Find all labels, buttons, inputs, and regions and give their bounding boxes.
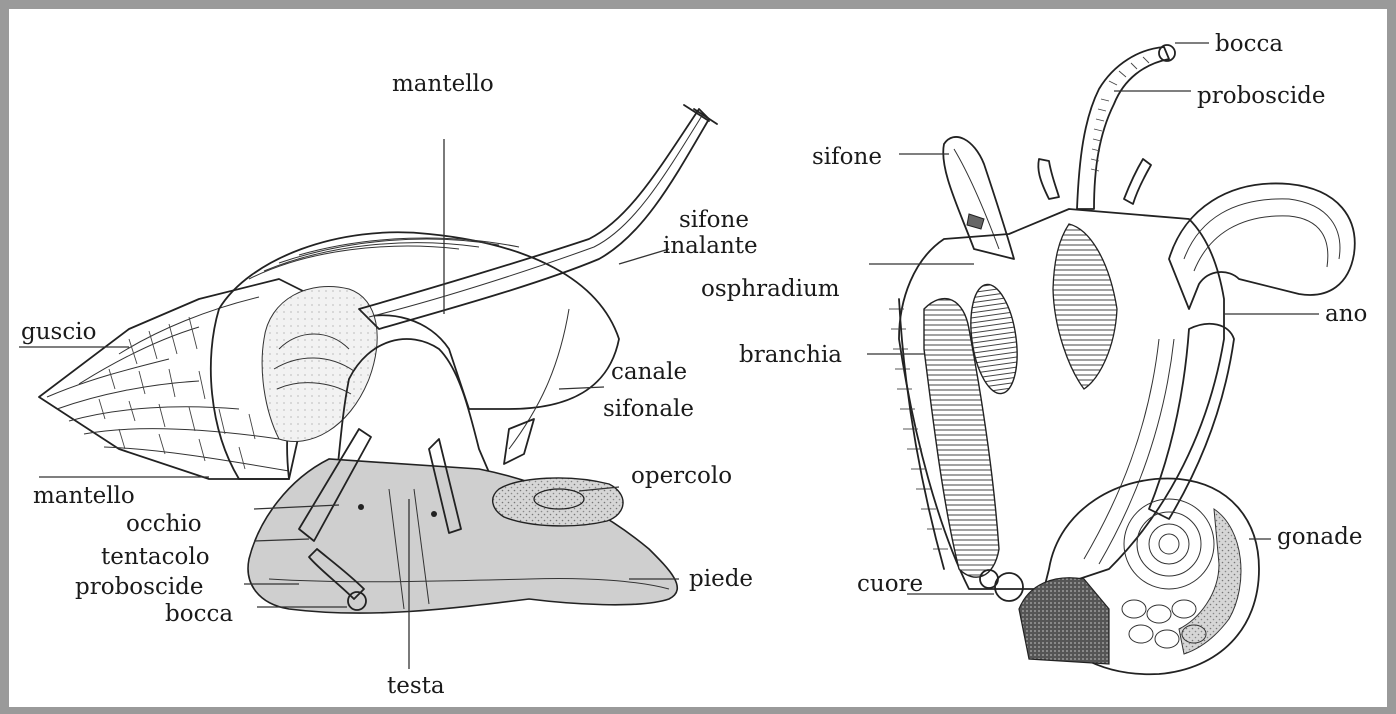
- label-testa: testa: [387, 673, 445, 699]
- label-cuore: cuore: [857, 571, 923, 597]
- right-dissection-drawing: [889, 45, 1355, 674]
- label-occhio: occhio: [126, 511, 202, 537]
- label-proboscide-left: proboscide: [75, 574, 204, 600]
- label-proboscide-right: proboscide: [1197, 83, 1326, 109]
- label-branchia: branchia: [739, 342, 842, 368]
- label-mantello-top: mantello: [392, 71, 494, 97]
- label-gonade: gonade: [1277, 524, 1362, 550]
- label-tentacolo: tentacolo: [101, 544, 210, 570]
- labels: mantello sifone inalante guscio canale s…: [21, 31, 1367, 699]
- label-mantello-left: mantello: [33, 483, 135, 509]
- label-bocca-right: bocca: [1215, 31, 1283, 57]
- label-ano: ano: [1325, 301, 1367, 327]
- siphon: [943, 137, 1014, 259]
- gastropod-anatomy-figure: mantello sifone inalante guscio canale s…: [9, 9, 1387, 707]
- label-sifone-right: sifone: [812, 144, 882, 170]
- label-piede: piede: [689, 566, 753, 592]
- label-sifone: sifone: [679, 207, 749, 233]
- label-bocca-left: bocca: [165, 601, 233, 627]
- label-osphradium: osphradium: [701, 276, 840, 302]
- gonad-coil: [980, 479, 1259, 675]
- figure-frame: mantello sifone inalante guscio canale s…: [9, 9, 1387, 707]
- label-opercolo: opercolo: [631, 463, 732, 489]
- proboscis: [1038, 45, 1175, 209]
- label-guscio: guscio: [21, 319, 96, 345]
- label-sifonale: sifonale: [603, 396, 694, 422]
- label-inalante: inalante: [663, 233, 758, 259]
- label-canale: canale: [611, 359, 687, 385]
